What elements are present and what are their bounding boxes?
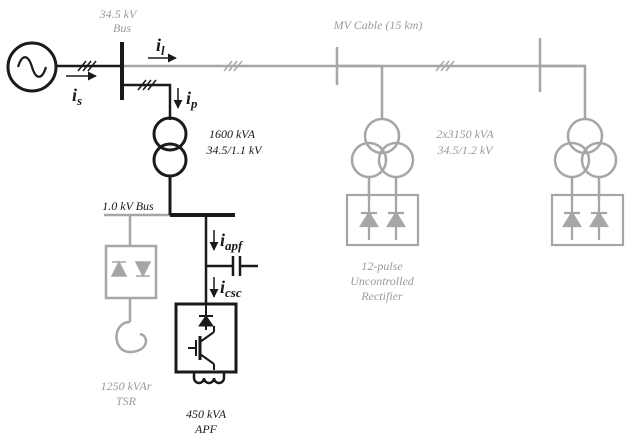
apf-converter (174, 302, 238, 374)
current-is-label: is (72, 85, 82, 108)
rectifier-label-line2: Uncontrolled (350, 274, 415, 288)
rectifier-2-bridge (550, 193, 625, 247)
rectifier-2-feeder (540, 64, 587, 120)
current-iapf-label: iapf (220, 230, 244, 253)
capacitor (206, 256, 258, 276)
rectifier-1-bridge (345, 193, 420, 247)
apf-label-line2: APF (194, 422, 218, 436)
current-icsc-label: icsc (220, 277, 242, 300)
bus-1kv-label: 1.0 kV Bus (102, 199, 154, 213)
mv-cable-label: MV Cable (15 km) (333, 18, 423, 32)
bus-34-5kv-sublabel: Bus (113, 21, 131, 35)
transformer-ratio-label: 34.5/1.1 kV (206, 143, 264, 157)
main-transformer (152, 116, 188, 215)
apf-label-line1: 450 kVA (186, 407, 227, 421)
phase-ticks-feeder (137, 79, 157, 91)
current-il-label: il (156, 35, 165, 58)
rectifier-label-line3: Rectifier (360, 289, 403, 303)
rectifier-transformer-rating-label: 2x3150 kVA (436, 127, 494, 141)
ac-source (6, 41, 58, 93)
bus-34-5kv-label: 34.5 kV (99, 7, 138, 21)
transformer-rating-label: 1600 kVA (209, 127, 256, 141)
rectifier-1-transformer (350, 117, 415, 200)
rectifier-2-transformer (553, 117, 618, 200)
rectifier-label-line1: 12-pulse (361, 259, 403, 273)
rectifier-1-feeder (337, 64, 384, 120)
rectifier-transformer-ratio-label: 34.5/1.2 kV (437, 143, 495, 157)
tsr-label-line2: TSR (116, 394, 137, 408)
tsr-branch (104, 213, 170, 354)
current-ip-label: ip (186, 88, 198, 111)
tsr-label-line1: 1250 kVAr (101, 379, 152, 393)
phase-ticks-source (77, 60, 97, 72)
apf-inductor (192, 372, 226, 385)
transformer-feeder (122, 83, 172, 120)
phase-ticks-mv (223, 60, 455, 72)
